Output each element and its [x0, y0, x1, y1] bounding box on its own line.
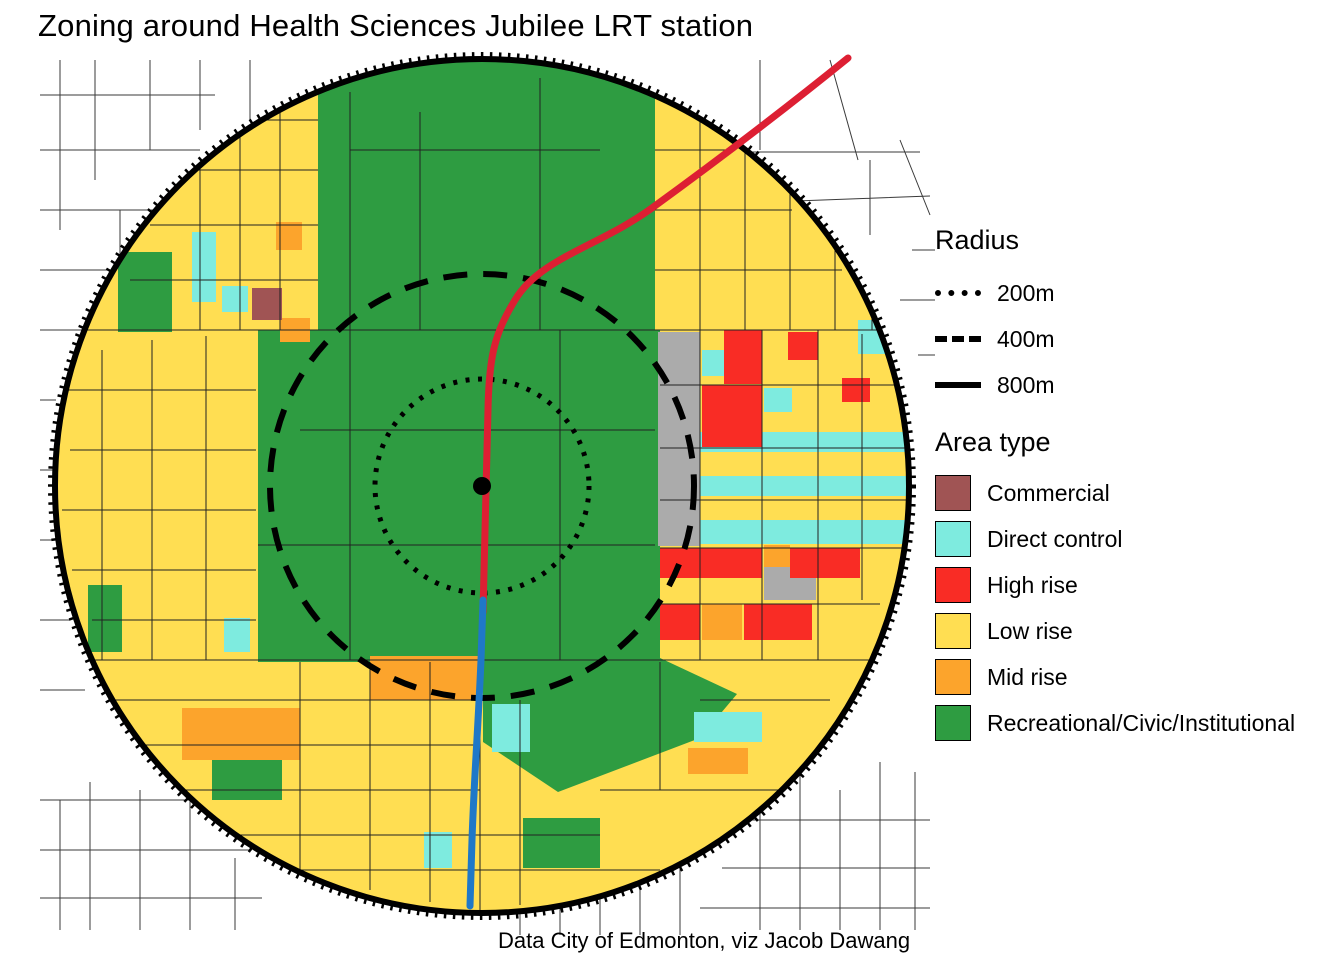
lrt-line-north-red [479, 54, 852, 616]
page-title: Zoning around Health Sciences Jubilee LR… [38, 8, 754, 43]
legend-area-heading: Area type [935, 427, 1051, 457]
ring-200m [372, 376, 592, 596]
dotted-line-sample [935, 290, 981, 296]
legend-area-type: Area type Commercial Direct control High… [935, 424, 1295, 746]
recreational-label: Recreational/Civic/Institutional [987, 709, 1296, 736]
zone-other-gray [658, 332, 816, 600]
legend-row-direct-control: Direct control [935, 516, 1295, 562]
low-rise-label: Low rise [987, 617, 1073, 644]
legend-row-200m: 200m [935, 270, 1055, 316]
legend-radius: Radius 200m 400m 800m [935, 222, 1055, 408]
data-credit-caption: Data City of Edmonton, viz Jacob Dawang [498, 928, 911, 953]
dashed-line-sample [935, 336, 981, 342]
high-rise-label: High rise [987, 571, 1078, 598]
legend-row-800m: 800m [935, 362, 1055, 408]
commercial-label: Commercial [987, 479, 1110, 506]
recreational-swatch [935, 705, 971, 741]
radius-400m-label: 400m [997, 325, 1055, 352]
legend-row-400m: 400m [935, 316, 1055, 362]
radius-200m-label: 200m [997, 279, 1055, 306]
zone-recreational [88, 59, 737, 868]
mid-rise-swatch [935, 659, 971, 695]
solid-line-sample [935, 382, 981, 388]
lrt-line-south-blue [466, 596, 487, 910]
legend-row-commercial: Commercial [935, 470, 1295, 516]
station-marker-dot [473, 477, 491, 495]
legend-row-mid-rise: Mid rise [935, 654, 1295, 700]
zone-commercial [252, 288, 282, 320]
zone-mid-rise [182, 222, 790, 774]
street-grid-outside [40, 59, 935, 935]
legend-row-low-rise: Low rise [935, 608, 1295, 654]
zone-high-rise [660, 330, 870, 640]
legend-row-high-rise: High rise [935, 562, 1295, 608]
high-rise-swatch [935, 567, 971, 603]
mid-rise-label: Mid rise [987, 663, 1068, 690]
legend-row-recreational: Recreational/Civic/Institutional [935, 700, 1295, 746]
legend-radius-heading: Radius [935, 225, 1020, 255]
commercial-swatch [935, 475, 971, 511]
direct-control-label: Direct control [987, 525, 1123, 552]
radius-800m-label: 800m [997, 371, 1055, 398]
low-rise-swatch [935, 613, 971, 649]
direct-control-swatch [935, 521, 971, 557]
ring-800m-serration [48, 52, 916, 920]
